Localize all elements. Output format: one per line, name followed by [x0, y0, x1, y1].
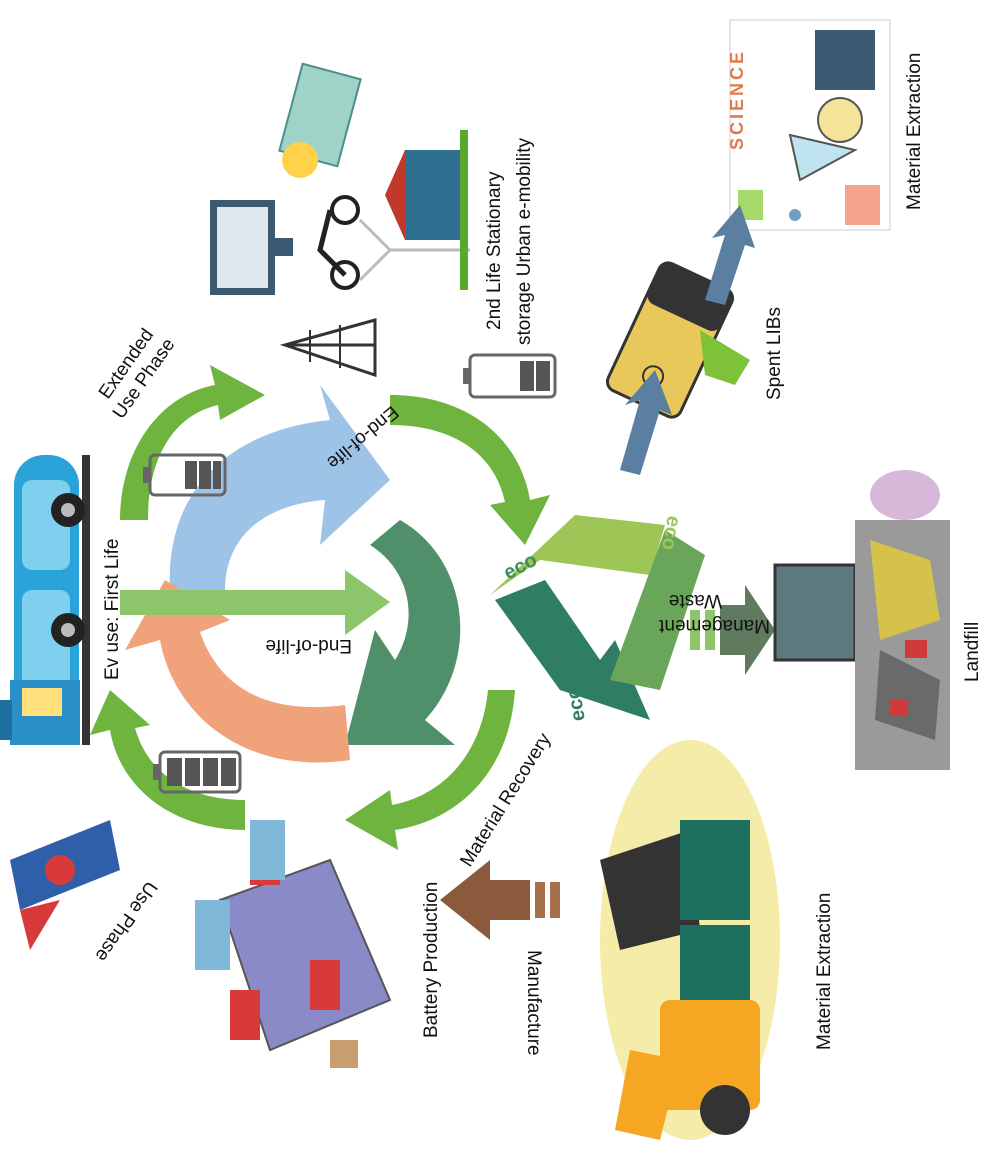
- science-lab-illustration: SCIENCE: [727, 19, 891, 231]
- outer-green-arrows: [90, 365, 550, 850]
- landfill-illustration: [773, 470, 950, 770]
- battery-icon-second-life: [463, 353, 557, 399]
- second-life-illustration: [210, 62, 470, 378]
- waste-management-arrow: [690, 585, 775, 675]
- dark-green-cycle-arrow: [345, 520, 461, 745]
- power-tower-icon: [279, 318, 377, 378]
- material-recovery-arrow: [345, 690, 515, 850]
- extended-use-arrow: [120, 365, 265, 520]
- waste-management-label-line1: Waste: [669, 590, 722, 611]
- wind-turbine-icon: [358, 218, 470, 282]
- spent-libs-label: Spent LIBs: [764, 307, 785, 400]
- battery-icon-near-ev: [143, 453, 227, 497]
- use-phase-arrow: [90, 690, 245, 830]
- end-of-life-center-label: End-of-life: [265, 635, 352, 656]
- spent-libs-arrows: [620, 205, 755, 475]
- eco-recycling-triangle: eco eco eco: [490, 514, 705, 723]
- use-phase-label: Use Phase: [91, 877, 162, 965]
- manufacture-arrow: [440, 860, 560, 940]
- material-extraction-bottom-label: Material Extraction: [814, 893, 835, 1050]
- light-green-center-arrow: [120, 570, 390, 635]
- house-icon: [385, 130, 468, 290]
- landfill-label: Landfill: [962, 622, 983, 682]
- monitor-icon: [210, 200, 293, 295]
- e-scooter-icon: [317, 195, 360, 290]
- salmon-cycle-arrow: [125, 580, 350, 763]
- eco-label-2: eco: [657, 514, 685, 552]
- waste-management-label-line2: Management: [658, 615, 770, 636]
- light-blue-cycle-arrow: [169, 385, 390, 590]
- solar-panel-icon: [278, 62, 362, 178]
- second-life-label-line2: storage Urban e-mobility: [514, 138, 535, 345]
- manufacture-label: Manufacture: [523, 950, 544, 1056]
- mining-illustration: [600, 740, 780, 1140]
- ev-charging-illustration: [0, 455, 90, 745]
- spent-battery-illustration: [605, 261, 750, 419]
- battery-production-illustration: [195, 820, 392, 1068]
- superhero-battery-illustration: [10, 820, 120, 950]
- ev-use-first-life-label: Ev use: First Life: [102, 539, 123, 681]
- end-of-life-top-arrow: [390, 395, 550, 545]
- second-life-label-line1: 2nd Life Stationary: [484, 171, 505, 330]
- material-extraction-top-label: Material Extraction: [904, 53, 925, 210]
- science-label: SCIENCE: [727, 49, 747, 150]
- battery-production-label: Battery Production: [421, 882, 442, 1038]
- battery-icon-use-phase: [153, 750, 242, 794]
- cycle-arrows: [120, 385, 461, 763]
